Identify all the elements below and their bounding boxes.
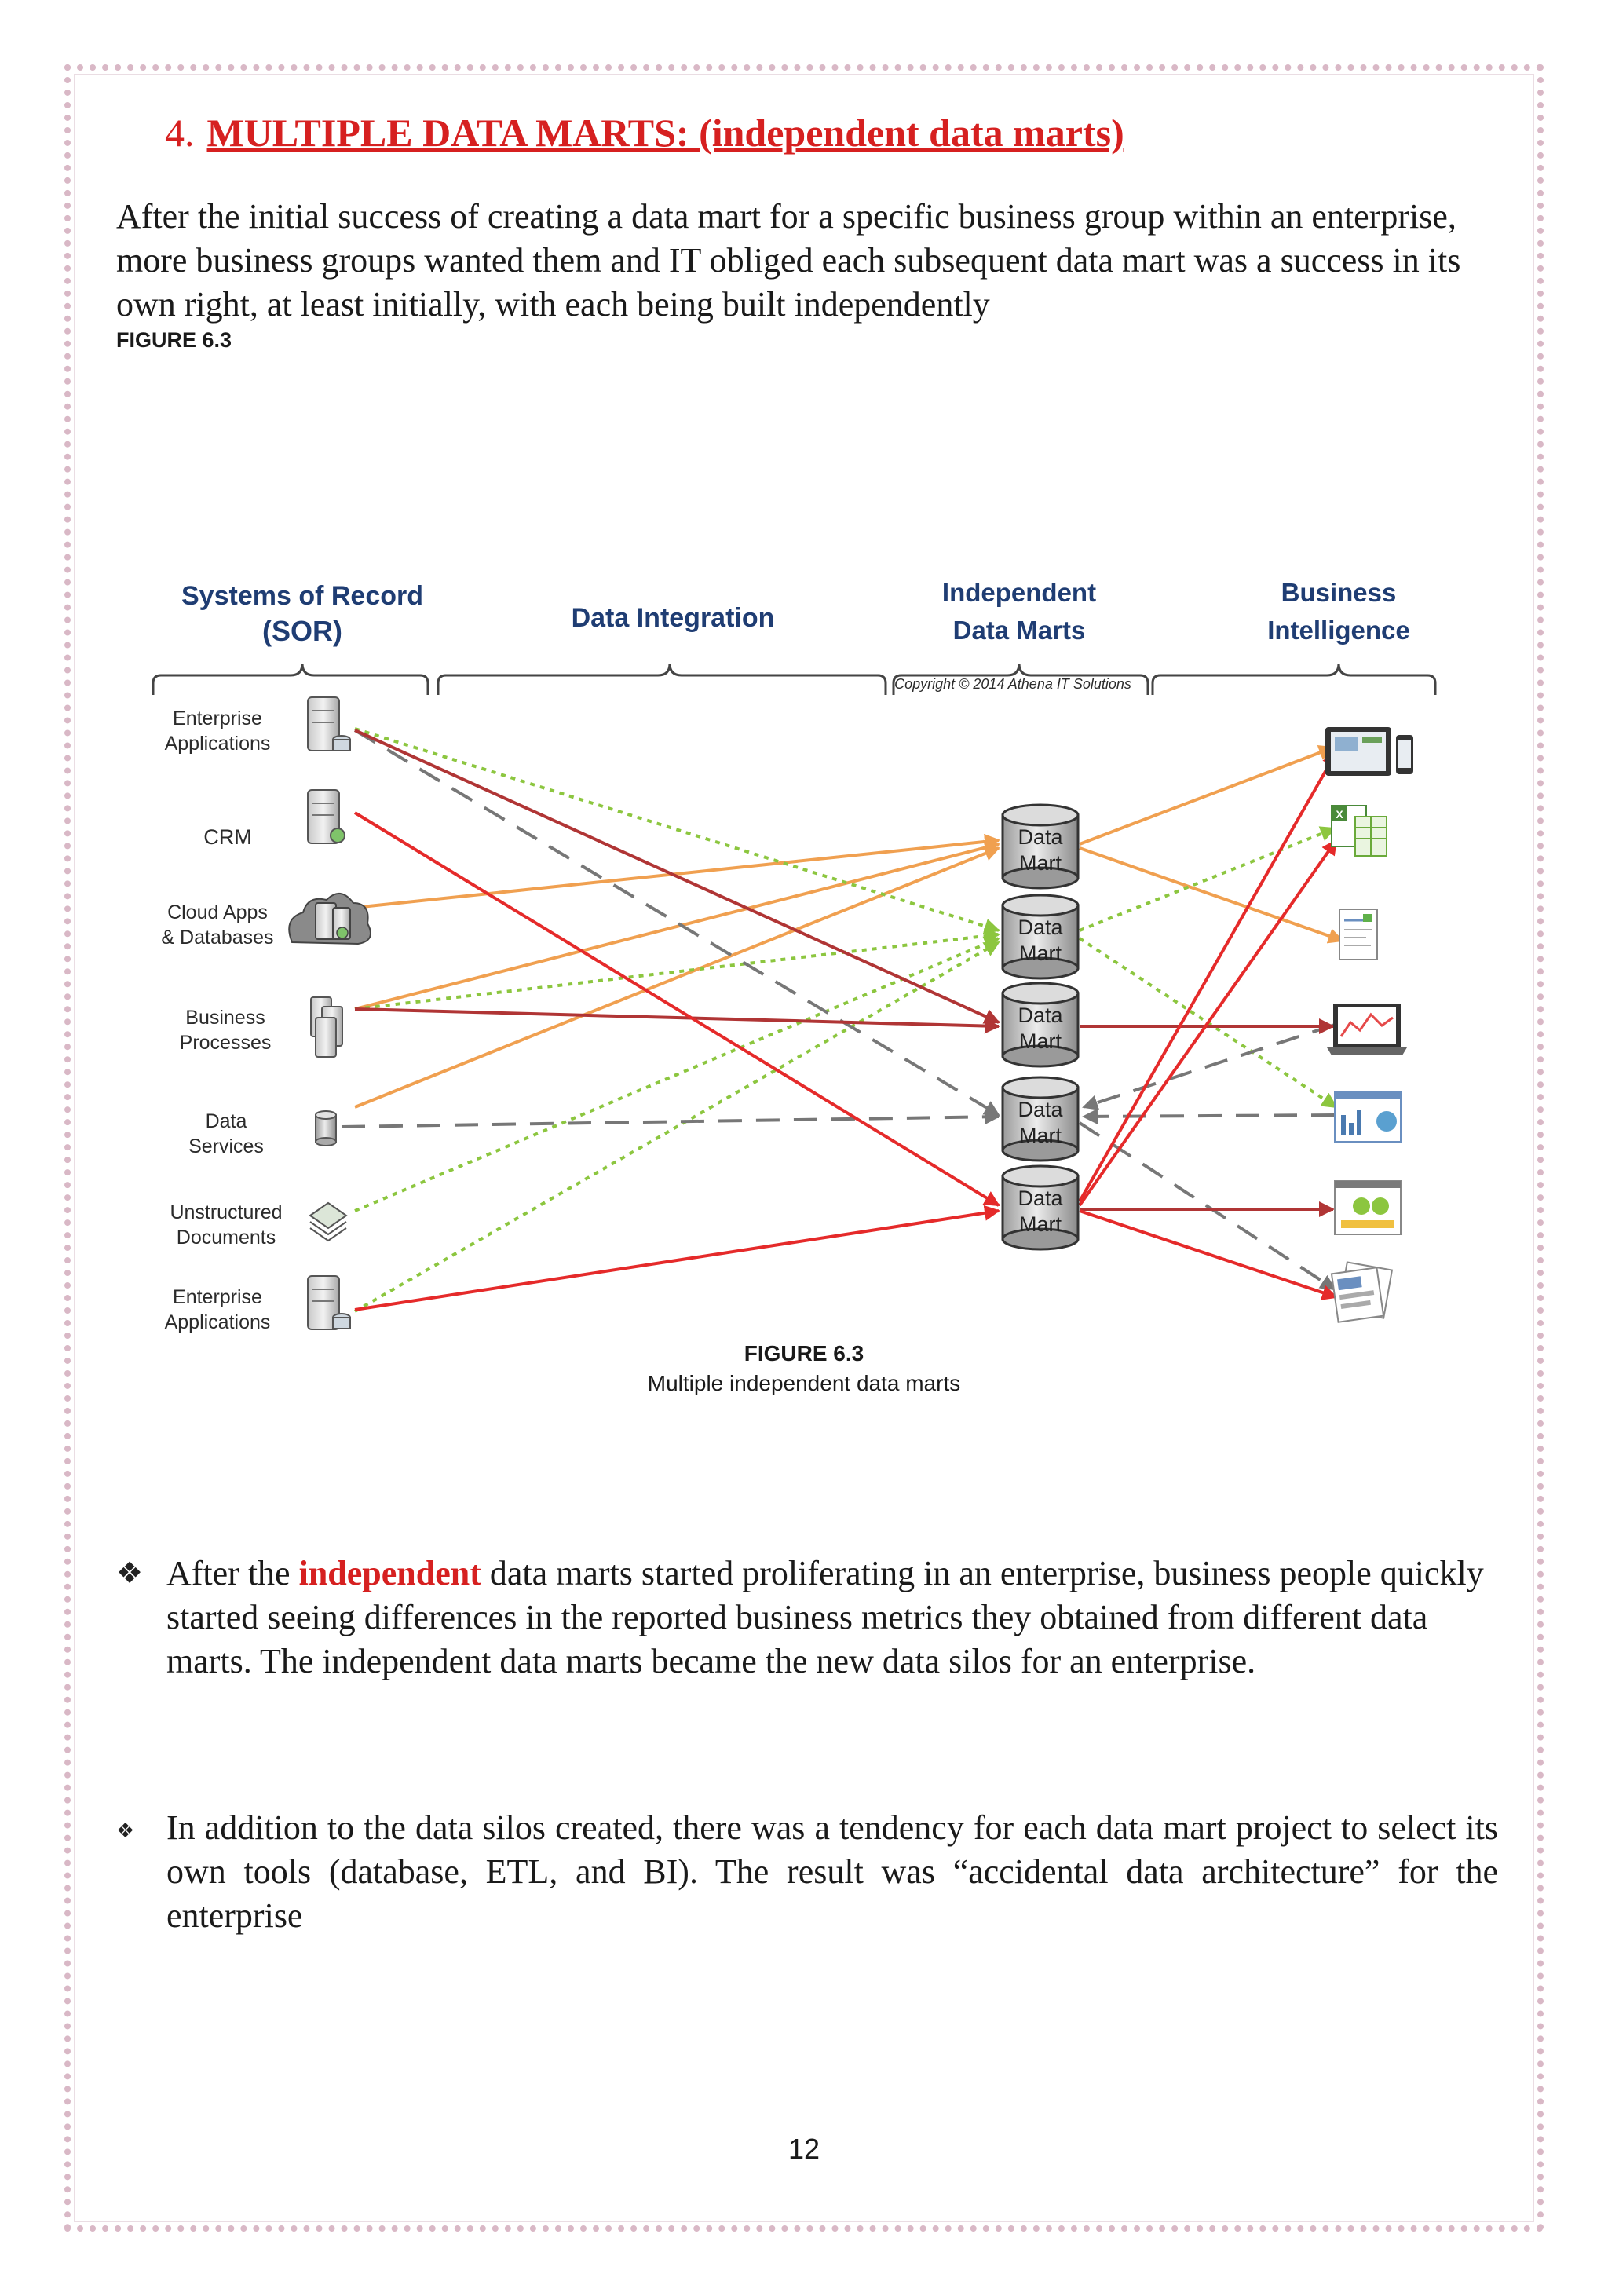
data-mart-label-line1: Data [1018, 916, 1063, 939]
source-label-line1: Cloud Apps [167, 901, 268, 923]
section-heading: 4.MULTIPLE DATA MARTS: (independent data… [165, 110, 1124, 155]
section-number: 4. [165, 111, 195, 155]
section-title: MULTIPLE DATA MARTS: (independent data m… [206, 111, 1124, 155]
figure-caption-number: FIGURE 6.3 [744, 1341, 864, 1366]
bullet-item: ❖ In addition to the data silos created,… [116, 1806, 1498, 1938]
bullet-item: ❖ After the independent data marts start… [116, 1552, 1498, 1684]
bi-heading-line1: Business [1281, 578, 1397, 607]
source-label-line2: Applications [165, 733, 271, 755]
server-icon [307, 1275, 351, 1330]
data-mart-label-line2: Mart [1019, 941, 1062, 965]
bullet-diamond-icon: ❖ [116, 1819, 135, 1842]
column-braces [152, 663, 1437, 695]
source-label-line2: Documents [177, 1227, 276, 1249]
marts-heading-line2: Data Marts [953, 616, 1086, 645]
bullet-text: In addition to the data silos created, t… [166, 1808, 1498, 1935]
source-icons [288, 696, 371, 1330]
spreadsheet-icon: X [1331, 805, 1387, 857]
copyright-note: Copyright © 2014 Athena IT Solutions [894, 676, 1131, 692]
marts-heading-line1: Independent [942, 578, 1096, 607]
source-label-line2: Applications [165, 1311, 271, 1333]
integration-heading: Data Integration [572, 603, 775, 633]
source-label-line2: Processes [180, 1032, 272, 1054]
data-mart-label-line1: Data [1018, 1004, 1063, 1027]
connection-lines [341, 727, 1344, 1313]
bullet-diamond-icon: ❖ [116, 1557, 144, 1590]
tablet-phone-icon [1325, 727, 1413, 776]
sor-heading-line2: (SOR) [262, 615, 342, 647]
data-mart-label-line1: Data [1018, 1098, 1063, 1121]
source-label-line1: Data [206, 1110, 247, 1132]
cloud-server-icon [288, 893, 371, 945]
highlighted-term: independent [298, 1554, 481, 1592]
source-labels: Enterprise Applications CRM Cloud Apps &… [161, 707, 282, 1333]
svg-text:X: X [1336, 808, 1343, 821]
source-label-line1: Enterprise [173, 707, 262, 729]
dashboard-icon [1334, 1091, 1402, 1143]
source-label-line2: Services [188, 1135, 264, 1157]
database-icon [315, 1110, 337, 1146]
documents-icon [309, 1201, 348, 1242]
figure-reference: FIGURE 6.3 [116, 328, 232, 352]
scorecard-icon [1334, 1180, 1402, 1235]
sor-heading-line1: Systems of Record [181, 581, 423, 611]
bi-heading-line2: Intelligence [1267, 616, 1410, 645]
source-label-line1: Business [185, 1007, 265, 1029]
data-mart-cylinder: Data Mart [1001, 894, 1080, 980]
source-label-line1: CRM [203, 825, 252, 849]
data-mart-label-line2: Mart [1019, 1212, 1062, 1236]
server-icon [307, 696, 351, 751]
darkred-flows [354, 729, 1335, 1217]
server-icon [307, 789, 345, 844]
bi-outputs: X [1325, 727, 1413, 1323]
reports-stack-icon [1330, 1261, 1394, 1323]
bullet-text: After the independent data marts started… [166, 1552, 1498, 1684]
data-mart-label-line2: Mart [1019, 1029, 1062, 1053]
diagram-svg: Systems of Record (SOR) Data Integration… [152, 578, 1437, 1333]
source-label-line1: Enterprise [173, 1286, 262, 1308]
data-mart-cylinder: Data Mart [1001, 982, 1080, 1068]
server-cluster-icon [310, 996, 343, 1058]
gray-flows [341, 729, 1336, 1291]
bullet-text-start: After the [166, 1554, 299, 1592]
page-border [64, 64, 1544, 2232]
data-mart-label-line2: Mart [1019, 851, 1062, 875]
data-mart-cylinder: Data Mart [1001, 1164, 1080, 1251]
laptop-dashboard-icon [1327, 1004, 1407, 1055]
red-flows [353, 751, 1338, 1311]
page-number: 12 [788, 2133, 820, 2165]
orange-flows [354, 745, 1344, 1109]
data-mart-label-line2: Mart [1019, 1124, 1062, 1147]
green-flows [354, 727, 1338, 1313]
data-mart-cylinder: Data Mart [1001, 803, 1080, 890]
report-icon [1339, 909, 1378, 960]
data-marts-diagram: Systems of Record (SOR) Data Integration… [149, 573, 1437, 1358]
bullet-text-end: data marts started proliferating in an e… [166, 1554, 1484, 1680]
source-label-line1: Unstructured [170, 1201, 282, 1223]
data-mart-label-line1: Data [1018, 1186, 1063, 1210]
data-mart-cylinder: Data Mart [1001, 1076, 1080, 1162]
figure-caption-title: Multiple independent data marts [647, 1371, 961, 1395]
source-label-line2: & Databases [161, 927, 273, 949]
data-marts: Data Mart Data Mart Data Mart Data Mart [1001, 803, 1080, 1251]
data-mart-label-line1: Data [1018, 825, 1063, 849]
intro-paragraph: After the initial success of creating a … [116, 197, 1461, 324]
